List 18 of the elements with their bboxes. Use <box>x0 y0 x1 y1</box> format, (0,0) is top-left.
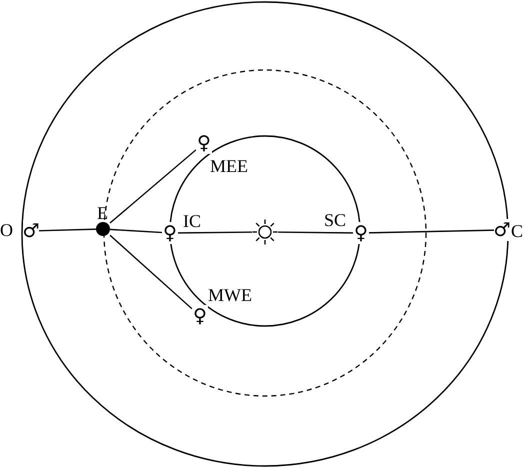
connector-line <box>38 228 96 232</box>
connector-line <box>178 231 252 234</box>
planet-symbol: ♂ <box>494 219 510 241</box>
connector-line <box>278 231 353 234</box>
planet-symbol: ♀ <box>192 305 208 327</box>
planet-symbol: ♀ <box>162 222 178 244</box>
connector-line <box>110 228 162 234</box>
connector-line <box>368 230 494 234</box>
planet-symbol: ♀ <box>196 132 212 154</box>
planet-symbol: ♀ <box>353 222 369 244</box>
connector-line <box>110 149 196 224</box>
position-label: C <box>511 221 524 241</box>
connector-line <box>110 234 192 310</box>
position-label: MWE <box>208 285 252 305</box>
position-label: MEE <box>210 156 248 176</box>
position-label: SC <box>324 210 346 230</box>
position-label: O <box>0 220 13 240</box>
position-label: IC <box>183 211 201 231</box>
